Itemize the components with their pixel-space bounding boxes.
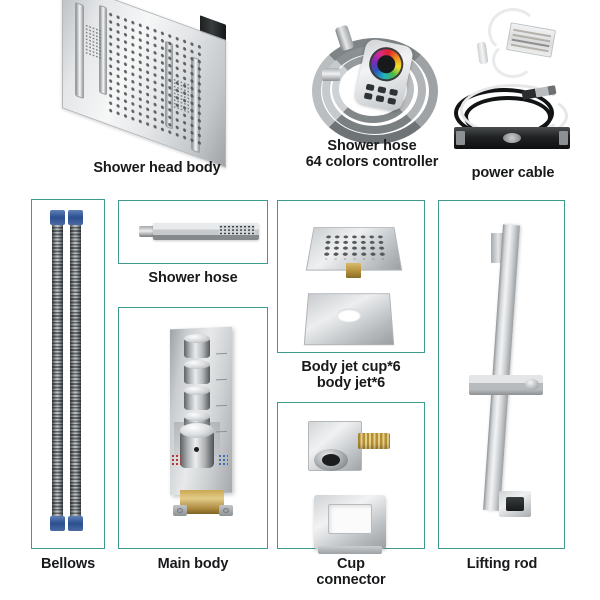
main-body-knob-2 bbox=[184, 360, 210, 384]
temperature-scale-cold bbox=[218, 454, 228, 466]
bellow-nut-bottom-1 bbox=[50, 516, 65, 531]
controller-button-3 bbox=[389, 88, 399, 97]
driver-wire-loop bbox=[488, 8, 538, 54]
mist-nozzle-patch-left bbox=[85, 23, 101, 60]
bellow-hose-1 bbox=[50, 210, 65, 531]
shower-hose-coil-illustration bbox=[310, 24, 438, 144]
temperature-control-knob bbox=[180, 423, 214, 468]
main-body-knob-3 bbox=[184, 386, 210, 410]
controller-button-6 bbox=[387, 97, 397, 105]
handheld-shower-illustration bbox=[139, 223, 259, 243]
caption-shower-hose-controller: Shower hose 64 colors controller bbox=[305, 138, 439, 171]
bellow-hose-2 bbox=[68, 210, 83, 531]
body-jet-cup-plate bbox=[303, 293, 395, 346]
lifting-rod-illustration bbox=[463, 219, 545, 529]
caption-lifting-rod: Lifting rod bbox=[466, 556, 538, 572]
main-body-mount-foot-right bbox=[219, 505, 233, 516]
body-jet-illustration bbox=[305, 223, 403, 281]
part-box-body-jet bbox=[277, 200, 425, 353]
power-supply-badge bbox=[503, 133, 521, 143]
temperature-scale-hot bbox=[171, 454, 181, 466]
led-driver-illustration bbox=[470, 8, 562, 78]
bellow-nut-top-2 bbox=[68, 210, 83, 225]
shower-head-body-illustration bbox=[52, 0, 262, 168]
elbow-outlet-port bbox=[314, 449, 348, 471]
caption-cup-connector: Cup connector bbox=[316, 556, 386, 589]
cup-cover-opening bbox=[328, 504, 372, 534]
controller-button-5 bbox=[375, 94, 385, 103]
caption-bellows: Bellows bbox=[40, 556, 96, 572]
bellow-nut-bottom-2 bbox=[68, 516, 83, 531]
handset-nozzle-face bbox=[219, 225, 255, 235]
rain-nozzle-field bbox=[107, 9, 203, 149]
part-box-lifting-rod bbox=[438, 200, 565, 549]
lifting-rod-slider-bracket bbox=[469, 375, 543, 395]
part-box-shower-hose bbox=[118, 200, 268, 264]
handset-body bbox=[153, 223, 259, 240]
power-cable-illustration bbox=[450, 82, 574, 154]
lifting-rod-bar bbox=[483, 224, 520, 511]
driver-wire-lower bbox=[492, 42, 534, 78]
caption-main-body: Main body bbox=[157, 556, 229, 572]
part-box-cup-connector bbox=[277, 402, 425, 554]
bellow-nut-top-1 bbox=[50, 210, 65, 225]
main-body-illustration bbox=[162, 322, 242, 518]
body-jet-nozzle-grid bbox=[321, 234, 387, 260]
cup-cover-base bbox=[318, 546, 382, 554]
part-box-main-body bbox=[118, 307, 268, 549]
elbow-brass-thread bbox=[358, 433, 390, 449]
lifting-rod-bottom-socket bbox=[506, 497, 524, 511]
controller-button-1 bbox=[365, 83, 375, 92]
caption-power-cable: power cable bbox=[471, 165, 555, 181]
slider-adjust-knob bbox=[525, 379, 539, 390]
caption-shower-hose: Shower hose bbox=[148, 270, 238, 286]
caption-shower-head-body: Shower head body bbox=[93, 160, 221, 176]
main-body-knob-1 bbox=[184, 334, 210, 358]
body-jet-cup-hole bbox=[336, 308, 362, 322]
power-supply-bar bbox=[454, 127, 570, 149]
body-jet-brass-thread bbox=[346, 263, 361, 278]
waterfall-strip-left bbox=[75, 1, 84, 100]
main-body-brass-valve bbox=[180, 490, 224, 514]
part-box-bellows bbox=[31, 199, 105, 549]
main-body-mount-foot-left bbox=[173, 505, 187, 516]
hose-connector-nut bbox=[322, 68, 340, 81]
lifting-rod-bottom-mount bbox=[499, 491, 531, 517]
cup-connector-cover-ring bbox=[314, 495, 386, 554]
rgb-color-wheel-icon bbox=[366, 44, 407, 85]
handset-hose-nut bbox=[139, 226, 155, 237]
controller-button-4 bbox=[363, 92, 373, 100]
caption-body-jet: Body jet cup*6 body jet*6 bbox=[301, 359, 401, 392]
cup-connector-elbow-illustration bbox=[308, 421, 392, 477]
controller-button-2 bbox=[377, 86, 387, 94]
driver-plug bbox=[476, 41, 489, 65]
